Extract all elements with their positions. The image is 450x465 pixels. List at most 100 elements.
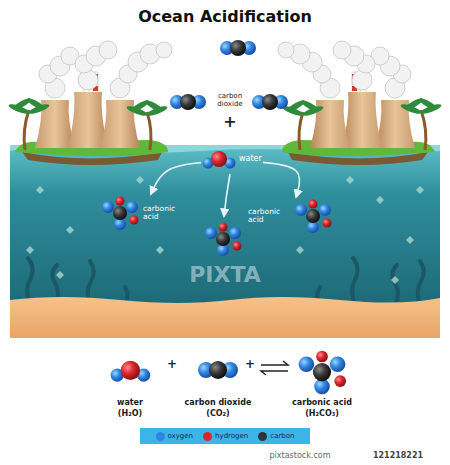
sand [10, 297, 440, 338]
atom [130, 216, 139, 225]
particles [66, 226, 74, 234]
co2-molecule [209, 361, 227, 379]
sea [10, 145, 440, 305]
molecule-node: carbonic acid [248, 199, 333, 233]
title: Ocean Acidification [138, 8, 312, 26]
atom [323, 219, 332, 228]
factory-island [24, 110, 29, 150]
molecule-label: carbonic acid [248, 208, 290, 225]
factory-island [8, 41, 172, 165]
legend-bar: oxygen hydrogen carbon [140, 428, 310, 444]
legend-text: carbon [270, 432, 294, 440]
atom [211, 151, 227, 167]
factory-island [278, 41, 442, 165]
legend-item: oxygen [156, 432, 194, 441]
factory-island [144, 98, 164, 113]
co2-molecule [252, 94, 288, 110]
legend-swatch [203, 432, 212, 441]
carbonic-acid-molecule [100, 196, 140, 230]
atom [319, 204, 331, 216]
factory-island [78, 70, 98, 90]
water-molecule [121, 361, 140, 380]
carbonic-acid-molecule [299, 351, 346, 395]
factory-island [8, 96, 51, 115]
carbonic-acid-molecule [205, 227, 217, 239]
particles [296, 246, 304, 254]
factory-island [26, 96, 46, 111]
factory-island [156, 42, 172, 58]
equilibrium-arrow [261, 361, 288, 365]
co2-molecule [180, 94, 196, 110]
atom [116, 197, 125, 206]
co2-molecule [170, 94, 206, 110]
atom [309, 200, 318, 209]
term-name: carbon dioxide [185, 398, 252, 407]
atom [126, 201, 138, 213]
sea [10, 145, 440, 305]
particles [391, 276, 399, 284]
atom [295, 204, 307, 216]
molecule-label: carbonic acid [143, 205, 185, 222]
plus-sign: + [167, 358, 177, 372]
water-molecule [111, 361, 151, 382]
particles [416, 186, 424, 194]
factory-island [39, 41, 172, 98]
co2-molecule [230, 40, 246, 56]
co2-label: carbon dioxide [213, 92, 247, 108]
particles [36, 186, 44, 194]
carbonic-acid-molecule [229, 227, 241, 239]
factory-island [147, 112, 151, 150]
molecule-node: water [202, 147, 262, 171]
molecule-node: carbonic acid [100, 196, 185, 230]
particles [26, 246, 34, 254]
legend-text: hydrogen [215, 432, 248, 440]
carbonic-acid-molecule [293, 199, 333, 233]
molecule-label: water [239, 155, 262, 164]
equilibrium-arrow [261, 371, 288, 375]
factory-island [99, 41, 117, 59]
carbonic-acid-molecule [205, 223, 242, 257]
particles [136, 176, 144, 184]
atom [113, 206, 127, 220]
co2-molecule [220, 40, 256, 56]
sand [10, 297, 440, 338]
legend-swatch [156, 432, 165, 441]
carbonic-acid-molecule [313, 363, 331, 381]
co2-molecule [198, 361, 238, 379]
factory-island [126, 98, 169, 117]
particles [156, 246, 164, 254]
image-id: 121218221 [373, 451, 423, 460]
seaweed [352, 258, 358, 305]
watermark: pixtastock.com [270, 451, 331, 460]
reaction-arrow [263, 162, 300, 197]
legend-swatch [258, 432, 267, 441]
carbonic-acid-molecule [233, 242, 242, 251]
particles [406, 236, 414, 244]
plus-sign: + [245, 358, 255, 372]
plus-sign: + [223, 113, 236, 131]
particles [346, 176, 354, 184]
reaction-arrow [224, 174, 230, 216]
carbonic-acid-molecule [330, 357, 346, 373]
watermark: PIXTA [189, 262, 261, 287]
formula: (CO₂) [206, 409, 230, 418]
atom [306, 209, 320, 223]
legend-item: hydrogen [203, 432, 248, 441]
equilibrium-arrow [261, 361, 288, 375]
legend-text: oxygen [168, 432, 194, 440]
atom [102, 201, 114, 213]
carbonic-acid-molecule [219, 223, 228, 232]
carbonic-acid-molecule [299, 357, 315, 373]
particles [56, 271, 64, 279]
factory-island [68, 92, 108, 148]
particles [376, 196, 384, 204]
water-molecule [202, 147, 236, 171]
legend-item: carbon [258, 432, 294, 441]
formula: (H₂O) [118, 409, 142, 418]
carbonic-acid-molecule [316, 351, 328, 363]
seaweed [392, 265, 398, 305]
carbonic-acid-molecule [216, 232, 230, 246]
co2-molecule [262, 94, 278, 110]
